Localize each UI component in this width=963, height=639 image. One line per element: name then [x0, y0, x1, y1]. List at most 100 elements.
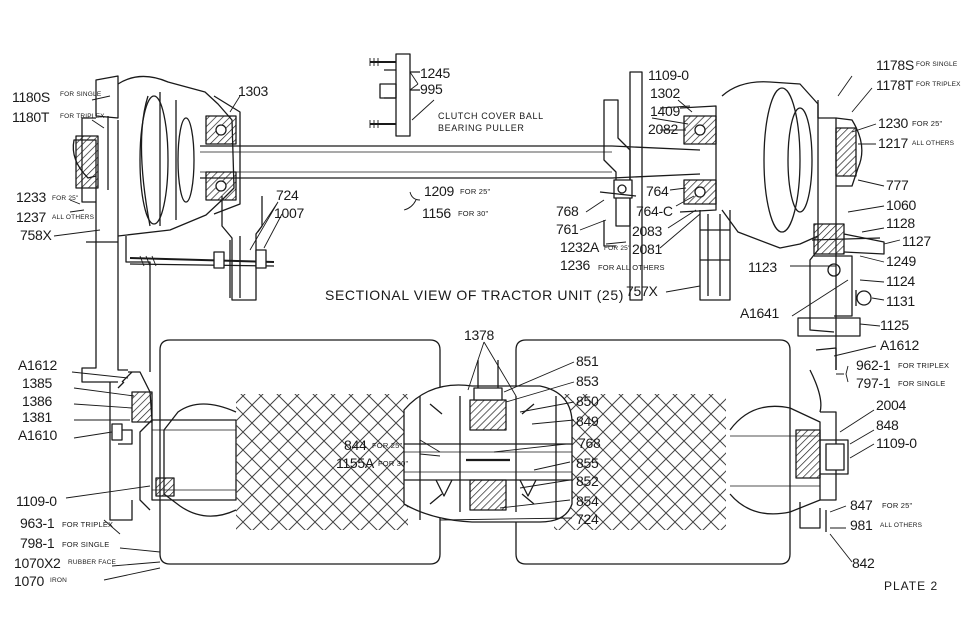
part-1127: 1127: [902, 233, 931, 249]
part-1180t-note: FOR TRIPLEX: [60, 113, 105, 120]
right-shifter-fork: [699, 210, 731, 301]
part-2081: 2081: [632, 241, 662, 257]
part-1209: 1209: [424, 183, 454, 199]
part-962-1: 962-1: [856, 357, 891, 373]
part-848: 848: [876, 417, 899, 433]
part-798-1-note: FOR SINGLE: [62, 540, 110, 549]
part-1109-0-top: 1109-0: [648, 67, 689, 83]
part-724-top: 724: [276, 187, 299, 203]
part-1217: 1217: [878, 135, 908, 151]
part-1156: 1156: [422, 205, 451, 221]
part-847-note: FOR 25": [882, 501, 913, 510]
left-roller: [159, 339, 441, 565]
part-1236: 1236: [560, 257, 590, 273]
part-1070-note: IRON: [50, 577, 68, 584]
part-1123: 1123: [748, 259, 777, 275]
right-roller: [515, 339, 791, 565]
part-a1612-left: A1612: [18, 357, 57, 373]
diagram-title: SECTIONAL VIEW OF TRACTOR UNIT (25): [325, 287, 624, 303]
part-1007: 1007: [274, 205, 304, 221]
part-1180s: 1180S: [12, 89, 50, 105]
part-1302: 1302: [650, 85, 680, 101]
part-1124: 1124: [886, 273, 915, 289]
part-a1612-right: A1612: [880, 337, 919, 353]
part-962-1-note: FOR TRIPLEX: [898, 361, 950, 370]
part-764-c: 764-C: [636, 203, 673, 219]
part-1156-note: FOR 30": [458, 209, 489, 218]
part-853: 853: [576, 373, 599, 389]
part-1070x2-note: RUBBER FACE: [68, 559, 117, 566]
part-1237: 1237: [16, 209, 46, 225]
part-777: 777: [886, 177, 909, 193]
part-2082: 2082: [648, 121, 678, 137]
part-1178t: 1178T: [876, 77, 914, 93]
part-1109-0-left: 1109-0: [16, 493, 57, 509]
part-1131: 1131: [886, 293, 915, 309]
puller-caption-line1: CLUTCH COVER BALL: [438, 111, 544, 121]
part-981-note: ALL OTHERS: [880, 522, 923, 529]
part-963-1: 963-1: [20, 515, 55, 531]
part-798-1: 798-1: [20, 535, 55, 551]
part-981: 981: [850, 517, 873, 533]
part-847: 847: [850, 497, 873, 513]
part-797-1-note: FOR SINGLE: [898, 379, 946, 388]
part-1060: 1060: [886, 197, 916, 213]
part-1303: 1303: [238, 83, 268, 99]
part-1232a: 1232A: [560, 239, 599, 255]
part-1070x2: 1070X2: [14, 555, 61, 571]
part-1381: 1381: [22, 409, 52, 425]
part-1125: 1125: [880, 317, 909, 333]
part-764: 764: [646, 183, 669, 199]
part-1409: 1409: [650, 103, 680, 119]
part-1178s: 1178S: [876, 57, 914, 73]
part-844-note: FOR 25": [372, 441, 403, 450]
right-brake-linkage: [797, 223, 885, 370]
part-1385: 1385: [22, 375, 52, 391]
left-shifter-fork: [129, 196, 275, 301]
part-1070: 1070: [14, 573, 44, 589]
center-shifter: [599, 71, 643, 301]
part-1178s-note: FOR SINGLE: [916, 61, 958, 68]
plate-number: PLATE 2: [884, 579, 939, 593]
part-1237-note: ALL OTHERS: [52, 214, 95, 221]
part-1155a-note: FOR 30": [378, 459, 409, 468]
part-797-1: 797-1: [856, 375, 891, 391]
part-844: 844: [344, 437, 367, 453]
puller-caption-line2: BEARING PULLER: [438, 123, 525, 133]
part-1209-note: FOR 25": [460, 187, 491, 196]
part-1249: 1249: [886, 253, 916, 269]
part-2083: 2083: [632, 223, 662, 239]
main-shaft: [200, 145, 701, 179]
part-1378: 1378: [464, 327, 494, 343]
part-1386: 1386: [22, 393, 52, 409]
part-855: 855: [576, 455, 599, 471]
part-1109-0-right: 1109-0: [876, 435, 917, 451]
bearing-puller-tool: [369, 53, 420, 137]
part-1180s-note: FOR SINGLE: [60, 91, 102, 98]
part-1245: 1245: [420, 65, 450, 81]
part-1155a: 1155A: [336, 455, 374, 471]
part-850: 850: [576, 393, 599, 409]
part-768-center: 768: [578, 435, 601, 451]
center-differential: [403, 360, 573, 523]
leader-lines: [53, 71, 901, 581]
part-1230: 1230: [878, 115, 908, 131]
part-1217-note: ALL OTHERS: [912, 140, 955, 147]
left-wheel-hub: [109, 371, 237, 521]
part-1180t: 1180T: [12, 109, 50, 125]
part-1236-note: FOR ALL OTHERS: [598, 263, 665, 272]
left-clutch-housing: [72, 75, 235, 383]
part-761: 761: [556, 221, 579, 237]
part-849: 849: [576, 413, 599, 429]
part-1230-note: FOR 25": [912, 119, 943, 128]
right-wheel-hub: [729, 369, 849, 532]
part-757x: 757X: [626, 283, 658, 299]
part-2004: 2004: [876, 397, 906, 413]
part-1178t-note: FOR TRIPLEX: [916, 81, 961, 88]
part-963-1-note: FOR TRIPLEX: [62, 520, 114, 529]
part-1232a-note: FOR 25": [604, 245, 631, 252]
part-758x: 758X: [20, 227, 52, 243]
part-1233: 1233: [16, 189, 46, 205]
part-768-top: 768: [556, 203, 579, 219]
